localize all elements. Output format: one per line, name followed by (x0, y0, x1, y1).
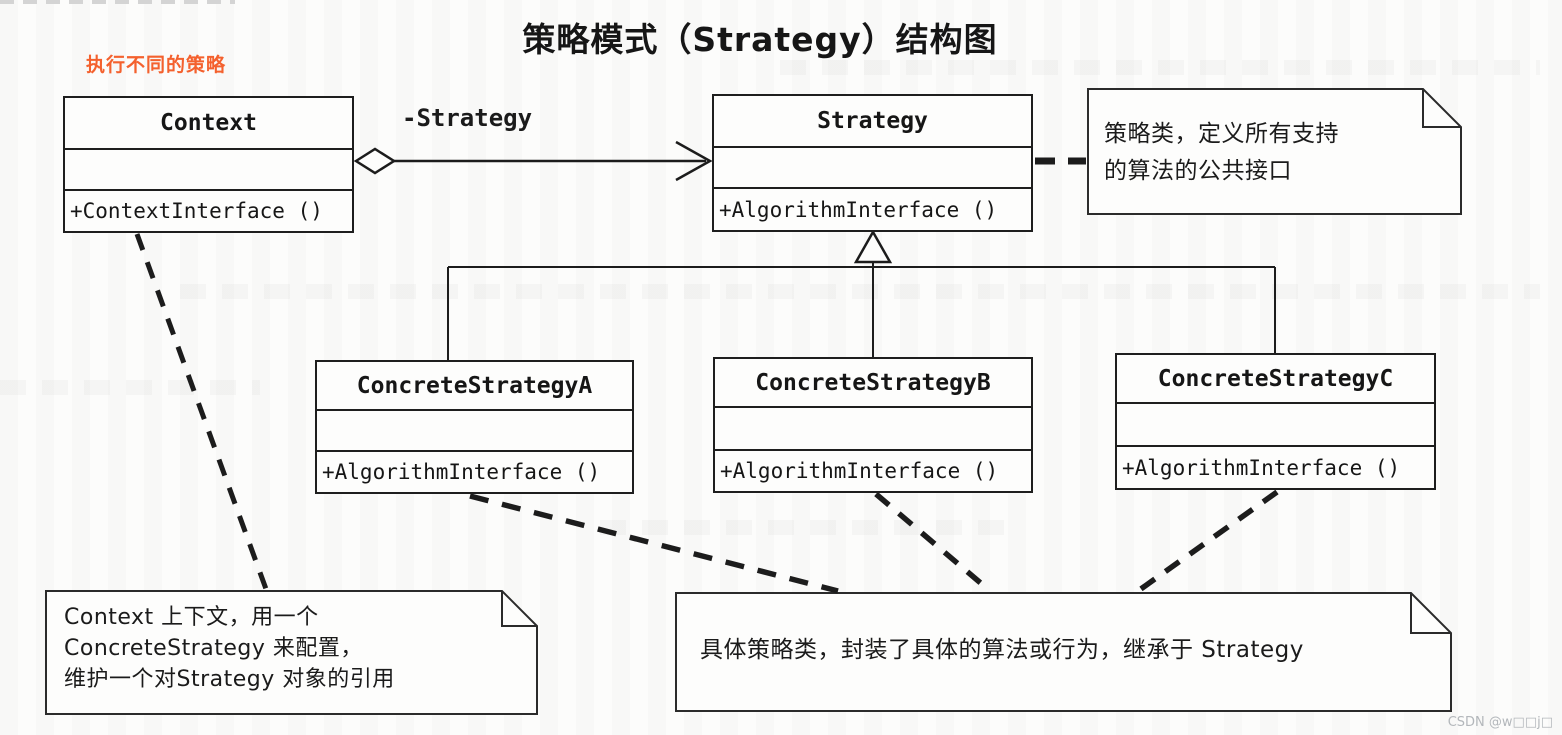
concrete-a-note-connector (469, 493, 839, 594)
open-arrowhead-icon (675, 140, 713, 182)
class-context-method: +ContextInterface () (65, 189, 352, 231)
note-fold-corner (1422, 89, 1461, 128)
concrete-strategies-note: 具体策略类，封装了具体的算法或行为，继承于 Strategy (700, 630, 1304, 664)
class-concrete-c-name: ConcreteStrategyC (1157, 365, 1394, 392)
csdn-watermark: CSDN @w□□j□ (1447, 715, 1553, 730)
class-strategy-attributes (714, 146, 1031, 187)
class-concrete-strategy-b: ConcreteStrategyB +AlgorithmInterface () (713, 357, 1033, 493)
concrete-note-line: 具体策略类，封装了具体的算法或行为，继承于 Strategy (700, 637, 1304, 663)
concrete-b-note-connector (874, 491, 992, 594)
class-strategy-name: Strategy (817, 108, 928, 134)
context-note: Context 上下文，用一个 ConcreteStrategy 来配置， 维护… (64, 602, 395, 695)
aggregation-label: -Strategy (402, 104, 533, 132)
class-concrete-b-method: +AlgorithmInterface () (715, 449, 1031, 491)
class-concrete-b-attributes (715, 406, 1031, 449)
strategy-note-line: 的算法的公共接口 (1104, 158, 1292, 184)
red-annotation: 执行不同的策略 (86, 54, 227, 76)
class-concrete-c-method: +AlgorithmInterface () (1117, 445, 1434, 488)
class-concrete-b-name: ConcreteStrategyB (755, 369, 991, 396)
class-context-name: Context (160, 110, 257, 136)
context-note-line: Context 上下文，用一个 (64, 605, 319, 630)
class-concrete-a-attributes (317, 409, 632, 450)
class-strategy-method: +AlgorithmInterface () (714, 187, 1031, 230)
concrete-note-shape (675, 592, 1452, 712)
context-note-line: 维护一个对Strategy 对象的引用 (64, 667, 395, 692)
class-context: Context +ContextInterface () (63, 96, 354, 233)
page-title: 策略模式（Strategy）结构图 (522, 20, 998, 59)
class-concrete-strategy-c: ConcreteStrategyC +AlgorithmInterface () (1115, 353, 1436, 490)
context-note-line: ConcreteStrategy 来配置， (64, 636, 363, 661)
note-fold-corner (501, 591, 537, 627)
class-context-attributes (65, 148, 352, 189)
strategy-note: 策略类，定义所有支持 的算法的公共接口 (1104, 116, 1339, 190)
strategy-note-shape (1087, 88, 1462, 215)
context-note-shape (45, 590, 538, 715)
class-concrete-a-method: +AlgorithmInterface () (317, 450, 632, 492)
concrete-c-note-connector (1136, 489, 1279, 594)
context-note-connector (134, 233, 269, 590)
inheritance-triangle-icon (853, 229, 893, 264)
strategy-note-line: 策略类，定义所有支持 (1104, 121, 1339, 147)
class-concrete-strategy-a: ConcreteStrategyA +AlgorithmInterface () (315, 360, 634, 494)
class-concrete-c-attributes (1117, 402, 1434, 445)
class-strategy: Strategy +AlgorithmInterface () (712, 94, 1033, 232)
note-fold-corner (1410, 593, 1451, 634)
aggregation-diamond-icon (353, 147, 397, 175)
class-concrete-a-name: ConcreteStrategyA (356, 372, 593, 399)
